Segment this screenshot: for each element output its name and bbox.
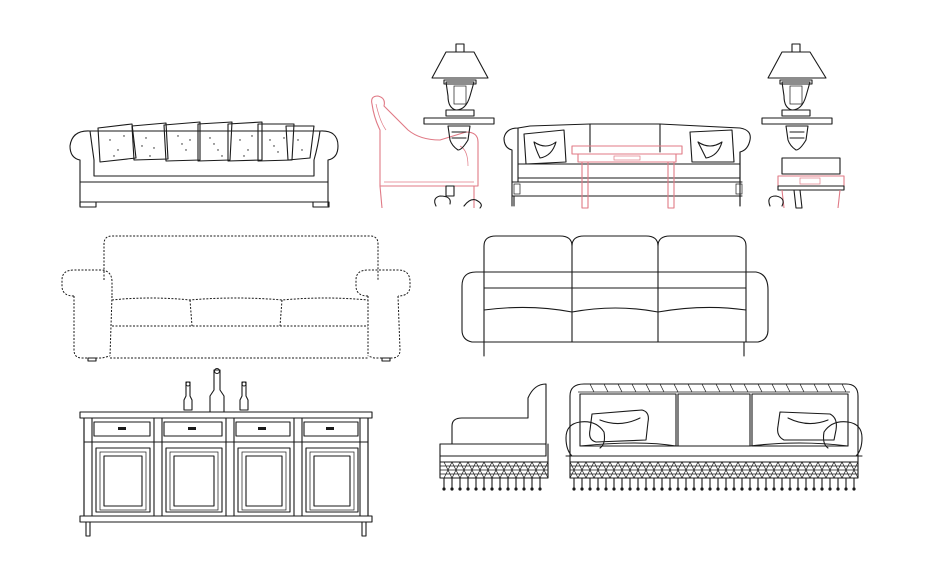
tassel-bead (764, 487, 768, 491)
tassel-bead (644, 487, 648, 491)
tassel-bead (628, 487, 632, 491)
fringed-armchair-side (439, 383, 549, 491)
tassel-bead (804, 487, 808, 491)
tassel-bead (772, 487, 776, 491)
fringe-tassels-left (443, 477, 541, 489)
fringe-tassel-beads (572, 487, 856, 491)
tassel-bead (836, 487, 840, 491)
tassel-bead (732, 487, 736, 491)
tassel-bead (708, 487, 712, 491)
tassel-bead (812, 487, 816, 491)
tassel-bead (780, 487, 784, 491)
tassel-bead (724, 487, 728, 491)
tassel-bead (668, 487, 672, 491)
fringed-three-seat-sofa (565, 383, 863, 491)
ottoman-stool (768, 157, 845, 209)
table-lamp-left (423, 43, 495, 151)
tassel-bead (820, 487, 824, 491)
tassel-bead (636, 487, 640, 491)
fringed-sofa-set (439, 383, 863, 491)
tassel-strings (573, 477, 855, 489)
fringe-hatching (569, 461, 859, 479)
tassel-bead (588, 487, 592, 491)
tassel-bead (748, 487, 752, 491)
fringe-tassels-right (573, 477, 855, 489)
modern-three-seat-sofa (461, 235, 769, 357)
tassel-bead (660, 487, 664, 491)
tassel-bead (844, 487, 848, 491)
tassel-bead (596, 487, 600, 491)
tassel-bead (692, 487, 696, 491)
tassel-bead (788, 487, 792, 491)
table-lamp-right (761, 43, 833, 151)
tassel-bead (580, 487, 584, 491)
tassel-bead (756, 487, 760, 491)
sideboard-cabinet (79, 367, 373, 537)
tassel-bead (652, 487, 656, 491)
classic-living-room-set (371, 43, 845, 209)
sofa-with-cushions (69, 121, 339, 208)
tassel-bead (620, 487, 624, 491)
tassel-bead (796, 487, 800, 491)
rolled-arm-sofa (61, 235, 411, 362)
tassel-bead (612, 487, 616, 491)
tassel-bead (684, 487, 688, 491)
tassel-bead (676, 487, 680, 491)
coffee-table (571, 145, 683, 209)
tassel-bead (740, 487, 744, 491)
tassel-bead (700, 487, 704, 491)
tassel-bead (852, 487, 856, 491)
tassel-bead (572, 487, 576, 491)
tassel-bead (828, 487, 832, 491)
fringe-crosshatch (569, 461, 859, 479)
tassel-bead (716, 487, 720, 491)
chaise-lounge (371, 95, 482, 209)
tassel-bead (604, 487, 608, 491)
decanters (183, 367, 249, 413)
classic-sofa (503, 123, 751, 207)
